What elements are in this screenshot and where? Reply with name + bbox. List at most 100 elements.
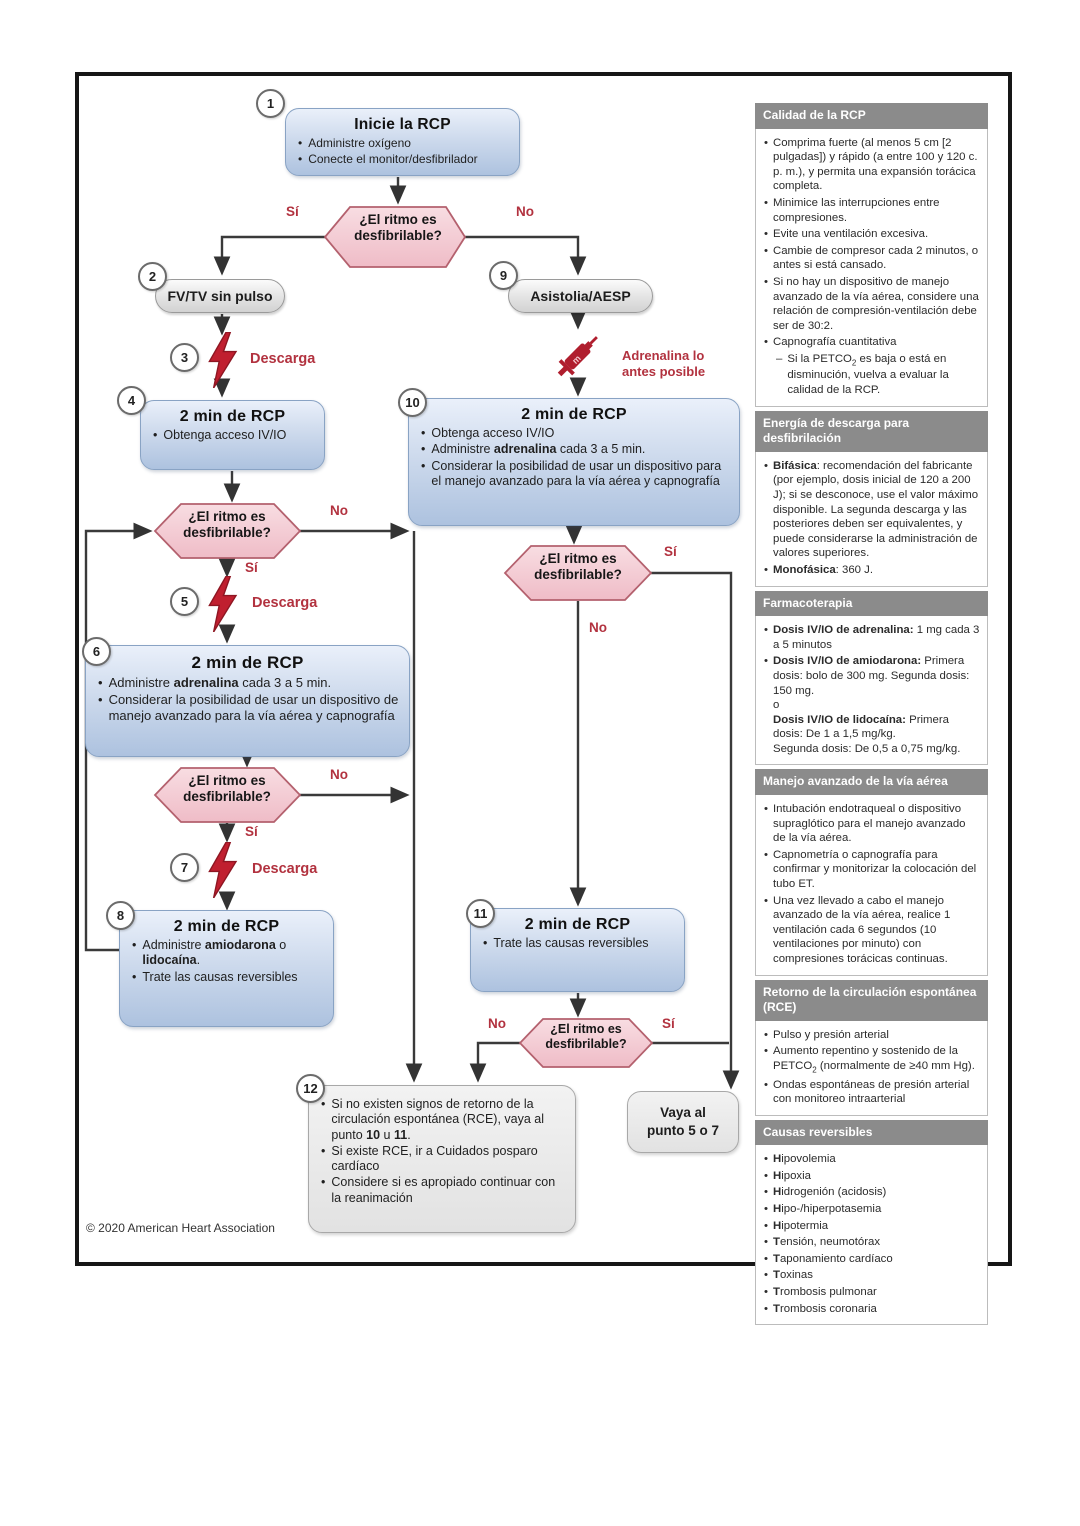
bullet-marker: • [98,691,103,707]
list-item: •Administre adrenalina cada 3 a 5 min. [421,442,646,457]
sidebar-section-rosc: Retorno de la circulación espontánea (RC… [755,979,988,1116]
list-item: •Bifásica: recomendación del fabricante … [764,459,979,560]
bullet-marker: • [764,136,768,149]
bullet-marker: • [132,969,137,984]
shock-5-label: Descarga [252,595,318,611]
section-body: •Hipovolemia•Hipoxia•Hidrogenión (acidos… [755,1145,988,1326]
bullet-marker: • [764,1286,768,1299]
decision-hexagon-5 [518,1018,654,1068]
section-header: Farmacoterapia [755,590,988,617]
list-item: •Administre adrenalina cada 3 a 5 min. [98,675,332,690]
sidebar-section-cpr-quality: Calidad de la RCP •Comprima fuerte (al m… [755,103,988,407]
list-item: •Pulso y presión arterial [764,1028,889,1041]
bullet-marker: • [764,1269,768,1282]
box-bullets: •Obtenga acceso IV/IO [151,428,314,443]
step-number-7: 7 [170,853,199,882]
bullet-marker: • [483,936,488,950]
step-number-9: 9 [489,261,518,290]
bullet-marker: • [764,244,768,257]
list-item: •Considerar la posibilidad de usar un di… [98,691,399,723]
decision-hexagon-1 [323,206,467,268]
list-item: •Minimice las interrupciones entre compr… [764,196,940,224]
sidebar-section-drug-therapy: Farmacoterapia •Dosis IV/IO de adrenalin… [755,590,988,766]
bullet-marker: • [321,1097,326,1111]
list-item: •Administre oxígeno [298,136,411,150]
bullet-marker: • [764,1153,768,1166]
list-item: •Capnometría o capnografía para confirma… [764,848,977,891]
list-item: •Trate las causas reversibles [132,969,298,984]
list-item: •Si no hay un dispositivo de manejo avan… [764,275,979,332]
box-title: Inicie la RCP [354,116,451,133]
bullet-marker: • [764,655,768,668]
decision-1-no-label: No [516,204,534,219]
bullet-marker: • [764,196,768,209]
box-bullets: •Administre adrenalina cada 3 a 5 min.•C… [96,675,399,724]
list-item: •Trate las causas reversibles [483,936,649,950]
bullet-marker: • [764,228,768,241]
bullet-marker: • [764,624,768,637]
step-number-1: 1 [256,89,285,118]
bullet-marker: • [421,458,426,473]
box-title: 2 min de RCP [524,916,631,933]
bullet-marker: • [764,803,768,816]
section-header: Calidad de la RCP [755,103,988,129]
step-number-10: 10 [398,388,427,417]
decision-2-no-label: No [330,503,348,518]
bullet-marker: • [421,426,426,440]
box-title: 2 min de RCP [173,918,280,935]
info-sidebar: Calidad de la RCP •Comprima fuerte (al m… [755,103,988,1329]
bullet-marker: • [764,1186,768,1199]
lightning-bolt-icon [208,842,238,898]
step-box-4-cpr: 2 min de RCP •Obtenga acceso IV/IO [140,400,325,470]
step-number-12: 12 [296,1074,325,1103]
decision-3-no-label: No [589,620,607,635]
copyright-notice: © 2020 American Heart Association [86,1221,275,1235]
list-item: •Conecte el monitor/desfibrilador [298,151,478,166]
bullet-marker: • [764,1236,768,1249]
decision-hexagons [153,206,654,1068]
bullet-marker: • [764,563,768,576]
bullet-marker: • [764,1028,768,1041]
decision-1-yes-label: Sí [286,204,299,219]
bullet-marker: • [764,1078,768,1091]
node-asystole-pea-label: Asistolia/AESP [530,288,631,304]
sidebar-section-reversible-causes: Causas reversibles •Hipovolemia•Hipoxia•… [755,1119,988,1326]
list-item: •Comprima fuerte (al menos 5 cm [2 pulga… [764,136,978,193]
list-item: •Una vez llevado a cabo el manejo avanza… [764,894,951,966]
box-title: 2 min de RCP [191,653,304,672]
list-item: •Hipovolemia [764,1153,836,1166]
list-item: •Dosis IV/IO de adrenalina: 1 mg cada 3 … [764,624,980,651]
box-bullets: •Obtenga acceso IV/IO •Administre adrenal… [419,426,729,489]
list-item: •Obtenga acceso IV/IO [421,426,555,440]
list-item: •Obtenga acceso IV/IO [153,428,287,442]
box-title: 2 min de RCP [521,406,627,423]
node-vf-pvt-label: FV/TV sin pulso [167,288,273,304]
step-number-4: 4 [117,386,146,415]
list-item: •Toxinas [764,1269,813,1282]
box-bullets: •Trate las causas reversibles [481,936,674,951]
step-number-8: 8 [106,901,135,930]
list-item: •Aumento repentino y sostenido de la PET… [764,1045,975,1075]
shock-7-label: Descarga [252,861,318,877]
node-vf-pvt: FV/TV sin pulso [155,279,285,313]
list-item: •Taponamiento cardíaco [764,1252,893,1265]
list-item: •Hidrogenión (acidosis) [764,1186,887,1199]
list-item: •Considerar la posibilidad de usar un di… [421,458,722,488]
step-box-12-rosc-check: •Si no existen signos de retorno de la c… [308,1085,576,1233]
bullet-marker: • [298,151,303,166]
decision-4-yes-label: Sí [245,824,258,839]
section-header: Manejo avanzado de la vía aérea [755,769,988,796]
list-item: •Evite una ventilación excesiva. [764,228,929,241]
bullet-marker: • [153,428,158,442]
list-item: •Hipo-/hiperpotasemia [764,1203,882,1216]
bullet-marker: • [764,894,768,907]
section-body: •Comprima fuerte (al menos 5 cm [2 pulga… [755,128,988,407]
section-body: •Pulso y presión arterial •Aumento repent… [755,1020,988,1116]
box-bullets: •Administre oxígeno•Conecte el monitor/d… [296,136,509,166]
